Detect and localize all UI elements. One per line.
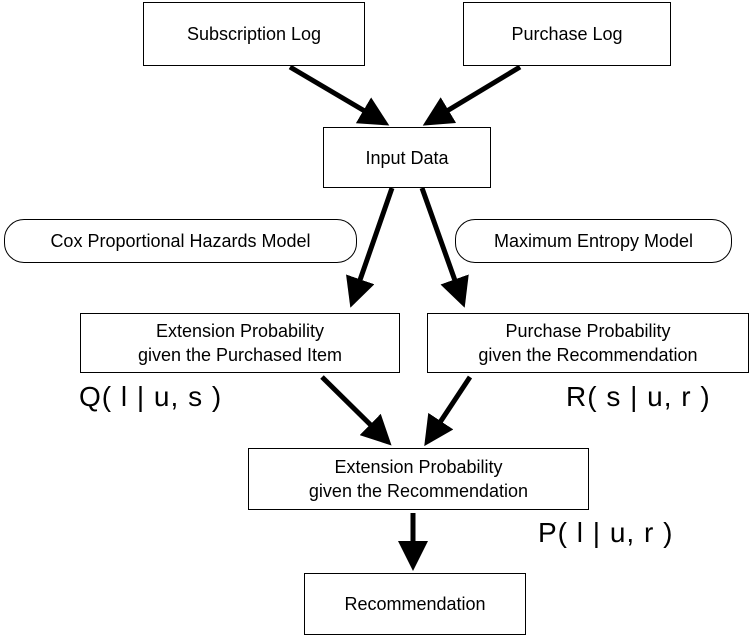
formula-p: P( l | u, r ) (538, 517, 674, 548)
formula-q: Q( l | u, s ) (79, 381, 223, 412)
recommendation-box: Recommendation (304, 573, 526, 635)
extension-probability-recommendation-box: Extension Probability given the Recommen… (248, 448, 589, 510)
subscription-log-box: Subscription Log (143, 2, 365, 66)
arrow-input-to-purchase-prob (419, 187, 469, 308)
purchase-probability-line1: Purchase Probability (505, 321, 671, 341)
arrow-purchase-to-input (422, 64, 522, 126)
formula-r: R( s | u, r ) (566, 381, 711, 412)
cox-model-label-box: Cox Proportional Hazards Model (4, 219, 357, 263)
maxent-model-label: Maximum Entropy Model (493, 230, 694, 251)
extension-probability-purchased-line1: Extension Probability (155, 321, 325, 341)
recommendation-label: Recommendation (344, 594, 486, 614)
arrow-input-to-extension (346, 187, 395, 308)
input-data-box: Input Data (323, 127, 491, 188)
extension-probability-recommendation-line2: given the Recommendation (308, 481, 529, 501)
arrow-extension-to-final (320, 375, 392, 446)
purchase-probability-box: Purchase Probability given the Recommend… (427, 313, 749, 373)
arrow-subscription-to-input (288, 64, 390, 126)
arrow-purchase-prob-to-final (424, 375, 473, 447)
purchase-probability-line2: given the Recommendation (478, 345, 698, 365)
subscription-log-label: Subscription Log (186, 24, 322, 44)
input-data-label: Input Data (365, 147, 449, 168)
cox-model-label: Cox Proportional Hazards Model (50, 230, 311, 251)
extension-probability-recommendation-line1: Extension Probability (334, 457, 503, 477)
extension-probability-purchased-box: Extension Probability given the Purchase… (80, 313, 400, 373)
purchase-log-label: Purchase Log (511, 24, 623, 44)
extension-probability-purchased-line2: given the Purchased Item (137, 345, 343, 365)
maxent-model-label-box: Maximum Entropy Model (455, 219, 732, 263)
purchase-log-box: Purchase Log (463, 2, 671, 66)
